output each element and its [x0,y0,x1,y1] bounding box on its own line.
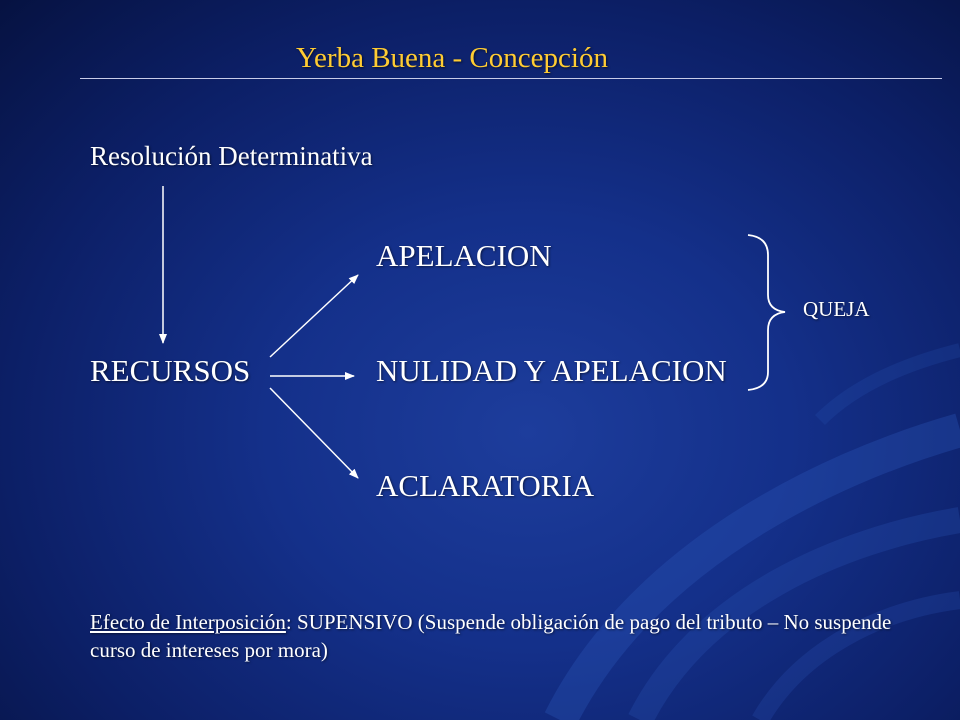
node-aclaratoria: ACLARATORIA [376,468,595,503]
node-recursos: RECURSOS [90,353,251,388]
footnote-text: SUPENSIVO (Suspende obligación de pago d… [90,610,892,662]
brace-queja [747,234,786,391]
node-apelacion: APELACION [376,238,552,273]
node-queja: QUEJA [803,297,870,321]
footnote: Efecto de Interposición: SUPENSIVO (Susp… [90,608,920,664]
footnote-separator: : [285,610,292,634]
title-divider [80,78,942,79]
slide-title: Yerba Buena - Concepción [296,42,608,74]
node-nulidad-apelacion: NULIDAD Y APELACION [376,353,727,388]
subtitle-resolucion: Resolución Determinativa [90,141,373,171]
footnote-label: Efecto de Interposición [90,610,286,634]
arrow-to-aclaratoria [269,387,359,479]
arrow-to-apelacion [269,274,359,358]
